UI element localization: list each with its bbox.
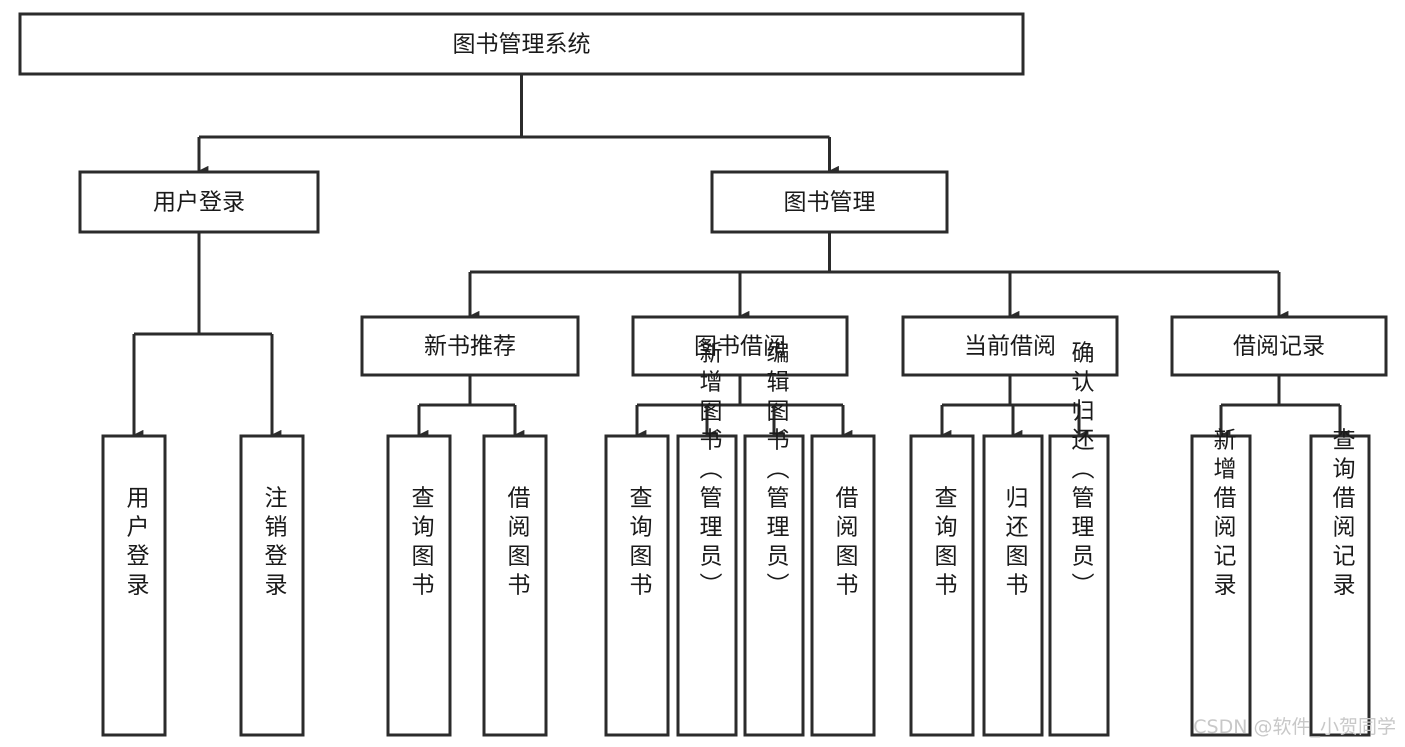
node-label-new-book-recommend: 新书推荐: [424, 334, 516, 360]
node-book-borrow[interactable]: 图书借阅: [631, 315, 849, 377]
node-box-leaf-add-borrow-record: [1190, 434, 1252, 737]
node-box-root: [18, 12, 1025, 76]
node-box-leaf-user-login: [101, 434, 167, 737]
node-leaf-query-borrow-record[interactable]: 查询借阅记录: [1309, 428, 1371, 737]
node-book-manage[interactable]: 图书管理: [710, 170, 949, 234]
node-box-current-borrow: [901, 315, 1119, 377]
node-label-current-borrow: 当前借阅: [964, 334, 1056, 360]
node-leaf-add-book[interactable]: 新增图书（管理员）: [676, 341, 738, 737]
node-label-root: 图书管理系统: [453, 32, 591, 58]
node-borrow-record[interactable]: 借阅记录: [1170, 315, 1388, 377]
node-label-leaf-add-book: 新增图书（管理员）: [695, 341, 723, 602]
node-box-leaf-borrow-book-rec: [482, 434, 548, 737]
node-label-leaf-user-login: 用户登录: [122, 486, 150, 602]
node-label-leaf-logout: 注销登录: [260, 486, 288, 602]
node-box-leaf-query-borrow-record: [1309, 434, 1371, 737]
node-label-book-borrow: 图书借阅: [694, 334, 786, 360]
node-label-leaf-confirm-return: 确认归还（管理员）: [1067, 341, 1095, 602]
node-label-leaf-add-borrow-record: 新增借阅记录: [1209, 428, 1237, 602]
node-leaf-query-book-rec[interactable]: 查询图书: [386, 434, 452, 737]
node-label-leaf-query-book-rec: 查询图书: [407, 486, 435, 602]
node-leaf-add-borrow-record[interactable]: 新增借阅记录: [1190, 428, 1252, 737]
node-boxes: 图书管理系统用户登录图书管理新书推荐图书借阅当前借阅借阅记录用户登录注销登录查询…: [18, 12, 1388, 737]
node-label-user-login: 用户登录: [153, 190, 245, 216]
node-current-borrow[interactable]: 当前借阅: [901, 315, 1119, 377]
node-root[interactable]: 图书管理系统: [18, 12, 1025, 76]
node-box-leaf-return-book: [982, 434, 1044, 737]
node-user-login[interactable]: 用户登录: [78, 170, 320, 234]
node-label-borrow-record: 借阅记录: [1233, 334, 1325, 360]
node-leaf-query-book-current[interactable]: 查询图书: [909, 434, 975, 737]
node-box-book-manage: [710, 170, 949, 234]
node-leaf-confirm-return[interactable]: 确认归还（管理员）: [1048, 341, 1110, 737]
node-leaf-user-login[interactable]: 用户登录: [101, 434, 167, 737]
node-label-book-manage: 图书管理: [784, 190, 876, 216]
node-box-leaf-query-book-current: [909, 434, 975, 737]
node-box-leaf-borrow-book: [810, 434, 876, 737]
node-label-leaf-query-book-borrow: 查询图书: [625, 486, 653, 602]
node-leaf-logout[interactable]: 注销登录: [239, 434, 305, 737]
node-leaf-edit-book[interactable]: 编辑图书（管理员）: [743, 341, 805, 737]
node-label-leaf-borrow-book-rec: 借阅图书: [503, 486, 531, 602]
node-box-leaf-logout: [239, 434, 305, 737]
node-label-leaf-borrow-book: 借阅图书: [831, 486, 859, 602]
node-box-leaf-query-book-borrow: [604, 434, 670, 737]
node-box-new-book-recommend: [360, 315, 580, 377]
node-leaf-return-book[interactable]: 归还图书: [982, 434, 1044, 737]
node-leaf-query-book-borrow[interactable]: 查询图书: [604, 434, 670, 737]
node-box-borrow-record: [1170, 315, 1388, 377]
node-box-user-login: [78, 170, 320, 234]
node-box-leaf-add-book: [676, 434, 738, 737]
node-label-leaf-return-book: 归还图书: [1001, 486, 1029, 602]
node-box-leaf-query-book-rec: [386, 434, 452, 737]
node-label-leaf-query-borrow-record: 查询借阅记录: [1328, 428, 1356, 602]
csdn-watermark: CSDN @软件_小贺同学: [1193, 716, 1396, 738]
node-leaf-borrow-book[interactable]: 借阅图书: [810, 434, 876, 737]
node-box-leaf-edit-book: [743, 434, 805, 737]
node-box-book-borrow: [631, 315, 849, 377]
node-box-leaf-confirm-return: [1048, 434, 1110, 737]
node-label-leaf-edit-book: 编辑图书（管理员）: [762, 341, 790, 602]
node-label-leaf-query-book-current: 查询图书: [930, 486, 958, 602]
connector-lines: [132, 74, 1350, 441]
node-new-book-recommend[interactable]: 新书推荐: [360, 315, 580, 377]
node-leaf-borrow-book-rec[interactable]: 借阅图书: [482, 434, 548, 737]
